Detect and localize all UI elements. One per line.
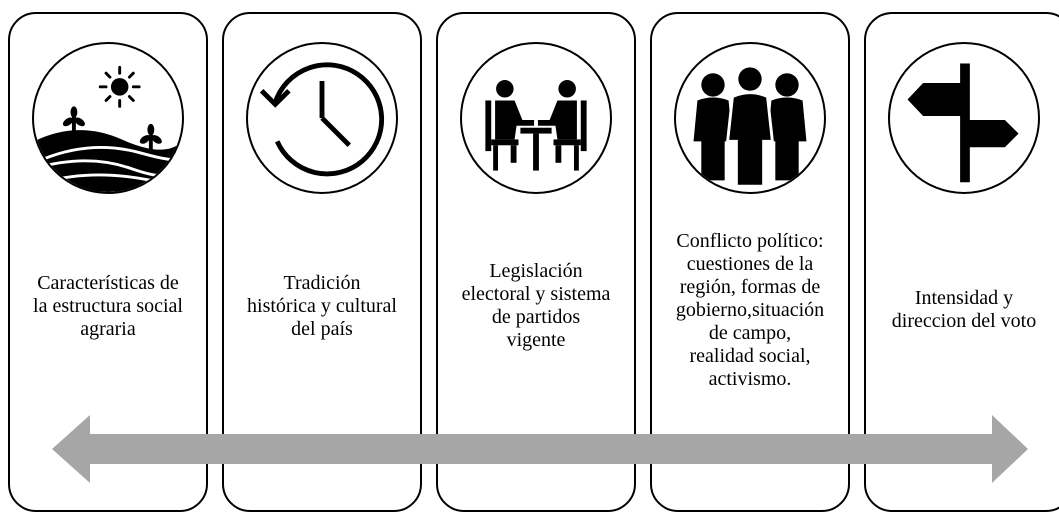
panel-label: Intensidad y direccion del voto: [891, 287, 1037, 332]
history-clock-icon: [246, 42, 398, 194]
farm-landscape-icon: [32, 42, 184, 194]
panel-label: Legislación electoral y sistema de parti…: [461, 260, 611, 351]
meeting-table-icon: [460, 42, 612, 194]
group-people-icon: [674, 42, 826, 194]
panel-electoral-legislation: Legislación electoral y sistema de parti…: [436, 12, 636, 512]
panel-vote-intensity: Intensidad y direccion del voto: [864, 12, 1059, 512]
panel-label: Características de la estructura social …: [33, 272, 183, 340]
panel-label: Tradición histórica y cultural del país: [247, 272, 397, 340]
panel-historical-tradition: Tradición histórica y cultural del país: [222, 12, 422, 512]
panel-political-conflict: Conflicto político: cuestiones de la reg…: [650, 12, 850, 512]
panel-label: Conflicto político: cuestiones de la reg…: [675, 230, 825, 390]
signpost-icon: [888, 42, 1040, 194]
panel-agrarian-structure: Características de la estructura social …: [8, 12, 208, 512]
